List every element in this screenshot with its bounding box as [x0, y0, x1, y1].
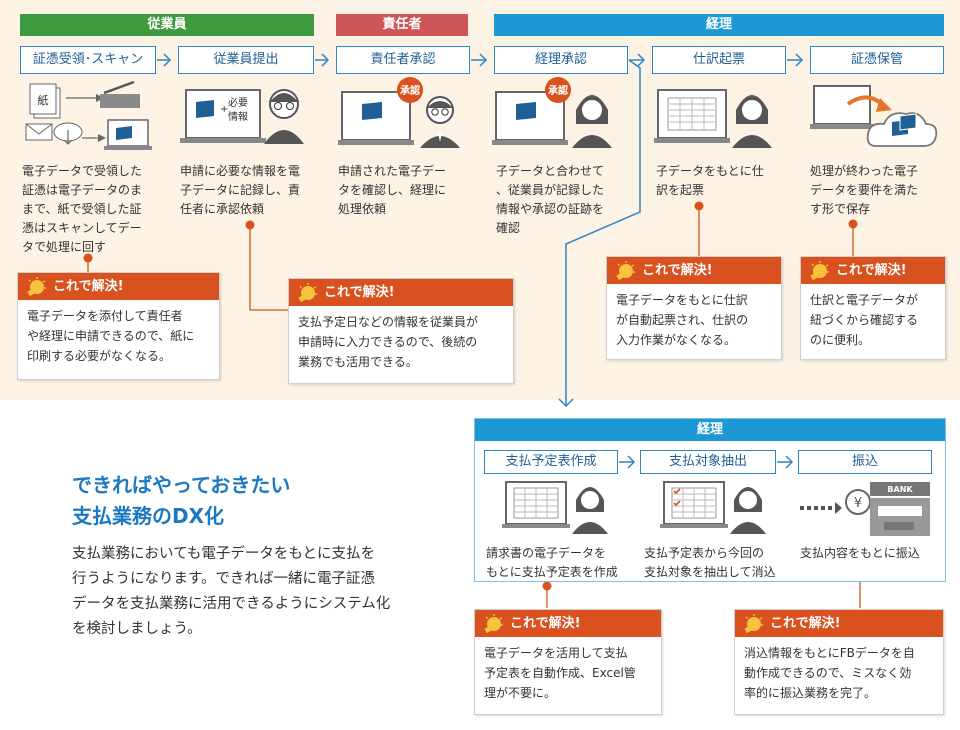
mail-icon [25, 123, 53, 141]
approval-stamp-icon: 承認 [397, 77, 423, 103]
cloud-storage-icon [866, 112, 938, 147]
cloud-download-icon [53, 122, 83, 145]
solution-header: これで解決! [735, 610, 943, 637]
scan-illustration: 紙 [25, 80, 152, 150]
spreadsheet-laptop-icon [502, 481, 570, 528]
accountant-person-icon [730, 487, 766, 534]
solution-box-1: これで解決! 電子データを添付して責任者や経理に申請できるので、紙に印刷する必要… [17, 272, 220, 380]
description-employee-submit: 申請に必要な情報を電子データに記録し、責任者に承認依頼 [180, 164, 301, 216]
lightbulb-icon [616, 261, 635, 281]
lightbulb-icon [27, 277, 46, 297]
accounting-approve-illustration: 承認 [492, 77, 612, 148]
bank-atm-icon: BANK [870, 482, 930, 536]
payment-panel-header: 経理 [475, 419, 945, 441]
lightbulb-icon [298, 283, 317, 303]
checklist-laptop-icon [660, 481, 728, 528]
step-employee-submit: 従業員提出 [178, 46, 314, 74]
description-bank-transfer: 支払内容をもとに振込 [800, 546, 920, 560]
payment-extract-illustration [660, 481, 766, 534]
scanner-icon [100, 80, 140, 108]
solution-box-5: これで解決! 電子データを活用して支払予定表を自動作成、Excel管理が不要に。 [474, 609, 662, 715]
svg-text:承認: 承認 [548, 84, 568, 97]
solution-box-2: これで解決! 支払予定日などの情報を従業員が申請時に入力できるので、後続の業務で… [288, 278, 514, 384]
section-paragraph: 支払業務においても電子データをもとに支払を行うようになります。できれば一緒に電子… [72, 546, 391, 637]
submit-illustration: + 必要 情報 [180, 89, 304, 144]
lightbulb-icon [744, 614, 763, 634]
solution-header: これで解決! [18, 273, 219, 300]
laptop-icon [810, 85, 874, 129]
lightbulb-icon [484, 614, 503, 634]
description-manager-approve: 申請された電子データを確認し、経理に処理依頼 [338, 164, 447, 216]
laptop-icon [180, 89, 266, 143]
storage-illustration [810, 85, 938, 147]
needed-label: 必要 [228, 96, 248, 109]
spreadsheet-laptop-icon [654, 89, 730, 143]
laptop-icon [338, 91, 414, 145]
yen-label: ¥ [854, 496, 862, 511]
step-bank-transfer: 振込 [798, 450, 932, 474]
laptop-icon [104, 119, 152, 150]
lane-header-manager: 責任者 [336, 14, 468, 36]
description-payment-schedule: 請求書の電子データをもとに支払予定表を作成 [486, 546, 618, 579]
approval-stamp-icon: 承認 [545, 77, 571, 103]
solution-header: これで解決! [475, 610, 661, 637]
lightbulb-icon [810, 261, 829, 281]
accountant-person-icon [572, 95, 612, 148]
payment-schedule-illustration [502, 481, 608, 534]
description-journal-entry: 子データをもとに仕訳を起票 [656, 164, 764, 197]
accountant-person-icon [732, 95, 772, 148]
info-label: 情報 [228, 110, 248, 123]
step-journal-entry: 仕訳起票 [652, 46, 786, 74]
description-accounting-approve: 子データと合わせて、従業員が記録した情報や承認の証跡を確認 [496, 164, 605, 235]
solution-box-4: これで解決! 仕訳と電子データが紐づくから確認するのに便利。 [800, 256, 946, 360]
accountant-person-icon [572, 487, 608, 534]
solution-box-3: これで解決! 電子データをもとに仕訳が自動起票され、仕訳の入力作業がなくなる。 [606, 256, 782, 360]
step-voucher-storage: 証憑保管 [810, 46, 944, 74]
lane-header-accounting: 経理 [494, 14, 944, 36]
lane-header-employee: 従業員 [20, 14, 314, 36]
description-voucher-storage: 処理が終わった電子データを要件を満たす形で保存 [810, 164, 919, 216]
step-payment-extract: 支払対象抽出 [640, 450, 776, 474]
description-payment-extract: 支払予定表から今回の支払対象を抽出して消込 [644, 546, 776, 579]
paper-label: 紙 [38, 93, 49, 107]
step-receive-scan: 証憑受領･スキャン [20, 46, 156, 74]
dotted-arrow-icon [800, 502, 842, 514]
approval-label: 承認 [400, 84, 420, 97]
section-heading: できればやっておきたい支払業務のDX化 [72, 473, 291, 528]
description-receive-scan: 電子データで受領した証憑は電子データのままで、紙で受領した証憑はスキャンしてデー… [22, 164, 143, 254]
solution-header: これで解決! [801, 257, 945, 284]
yen-coin-icon: ¥ [845, 489, 871, 515]
step-accounting-approve: 経理承認 [494, 46, 628, 74]
solution-box-6: これで解決! 消込情報をもとにFBデータを自動作成できるので、ミスなく効率的に振… [734, 609, 944, 715]
bank-label: BANK [887, 485, 913, 494]
journal-illustration [654, 89, 772, 148]
bank-transfer-illustration: ¥ BANK [800, 482, 930, 536]
manager-approve-illustration: 承認 [338, 77, 460, 148]
person-glasses-icon [264, 89, 304, 144]
paper-stack-icon: 紙 [29, 83, 61, 119]
solution-header: これで解決! [607, 257, 781, 284]
solution-header: これで解決! [289, 279, 513, 306]
step-payment-schedule: 支払予定表作成 [484, 450, 618, 474]
manager-person-icon [420, 96, 460, 148]
plus-sign: + [220, 104, 228, 115]
step-manager-approve: 責任者承認 [336, 46, 470, 74]
